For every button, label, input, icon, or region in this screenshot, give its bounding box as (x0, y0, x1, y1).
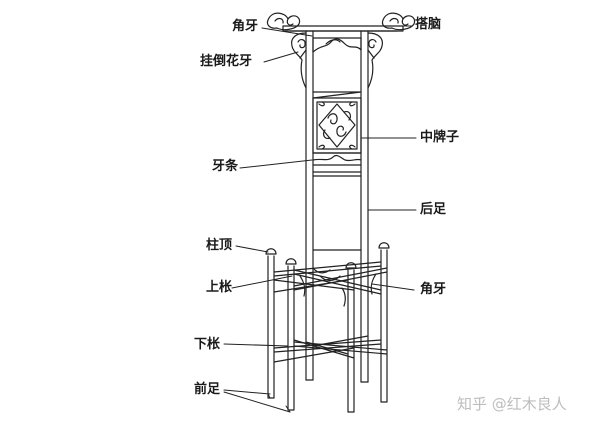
front-post-left-inner (285, 258, 297, 411)
label-apron: 牙条 (212, 159, 239, 174)
central-panel (312, 91, 362, 154)
label-corner-brace: 角牙 (420, 282, 447, 297)
top-rail-carving-right (381, 12, 416, 31)
label-front-leg: 前足 (194, 382, 221, 397)
upper-stretchers (273, 261, 388, 295)
label-central-panel: 中牌子 (420, 130, 460, 145)
back-post-left (305, 30, 314, 381)
top-arch-spandrel (312, 37, 362, 53)
front-post-left-outer (265, 248, 277, 399)
lower-stretchers (273, 335, 388, 363)
top-rail-carving-left (266, 12, 301, 31)
lower-back-frame (312, 171, 362, 251)
front-post-mid (345, 262, 357, 413)
hanging-spandrel-left (291, 32, 307, 89)
stretcher-corner-braces (299, 273, 377, 307)
apron (312, 152, 362, 166)
back-post-right (360, 30, 369, 383)
label-top-rail: 搭脑 (415, 17, 442, 32)
label-lower-stretcher: 下枨 (194, 337, 221, 352)
label-corner-spandrel-top: 角牙 (232, 19, 259, 34)
watermark: 知乎 @红木良人 (457, 395, 567, 413)
label-hanging-spandrel: 挂倒花牙 (200, 54, 253, 69)
label-post-top: 柱顶 (206, 238, 233, 253)
hanging-spandrel-right (367, 32, 383, 89)
label-upper-stretcher: 上枨 (206, 280, 233, 295)
label-back-leg: 后足 (420, 202, 447, 217)
front-post-right (378, 242, 390, 403)
leader-lines (223, 25, 417, 413)
